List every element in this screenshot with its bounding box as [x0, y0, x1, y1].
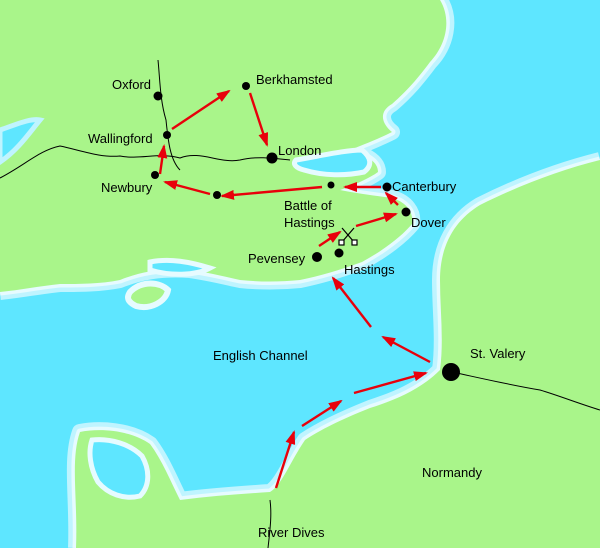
- label-wallingford: Wallingford: [88, 131, 153, 146]
- route-arrow-icon: [157, 144, 168, 175]
- route-arrow-icon: [220, 185, 323, 200]
- route-arrow-icon: [163, 180, 211, 196]
- isle-of-wight: [125, 280, 172, 310]
- town-dot-icon: [213, 191, 221, 199]
- town-dot-icon: [334, 248, 344, 258]
- town-dot-icon: [266, 152, 278, 164]
- somme-river: [451, 371, 600, 411]
- label-english-channel: English Channel: [213, 348, 308, 363]
- label-hastings: Hastings: [344, 262, 395, 277]
- river-dives: [267, 499, 272, 548]
- town-dot-icon: [382, 182, 392, 192]
- town-dot-icon: [312, 252, 322, 262]
- invasion-route: [157, 89, 431, 489]
- route-arrow-icon: [171, 89, 231, 130]
- label-oxford: Oxford: [112, 77, 151, 92]
- label-dover: Dover: [411, 215, 446, 230]
- towns: [151, 82, 460, 381]
- river-upper: [157, 59, 181, 171]
- france-landmass: [66, 152, 600, 548]
- label-battle-line1: Battle of: [284, 198, 332, 213]
- label-berkhamsted: Berkhamsted: [256, 72, 333, 87]
- route-arrow-icon: [353, 371, 428, 395]
- label-st-valery: St. Valery: [470, 346, 526, 361]
- town-dot-icon: [327, 181, 335, 189]
- route-arrow-icon: [381, 335, 431, 364]
- route-arrow-icon: [355, 212, 398, 228]
- label-newbury: Newbury: [101, 180, 153, 195]
- town-dot-icon: [242, 82, 250, 90]
- thames-river: [0, 145, 291, 179]
- england-landmass: [0, 0, 455, 300]
- route-arrow-icon: [301, 399, 343, 428]
- town-dot-icon: [151, 171, 159, 179]
- label-battle-line2: Hastings: [284, 215, 335, 230]
- route-arrow-icon: [384, 191, 399, 206]
- town-dot-icon: [401, 207, 411, 217]
- route-arrow-icon: [248, 92, 269, 147]
- town-dot-icon: [163, 131, 171, 139]
- label-river-dives: River Dives: [258, 525, 325, 540]
- rivers: [0, 59, 600, 548]
- town-dot-icon: [442, 363, 460, 381]
- crossed-swords-icon: [338, 227, 358, 246]
- route-arrow-icon: [331, 276, 372, 328]
- town-dot-icon: [153, 91, 163, 101]
- label-canterbury: Canterbury: [392, 179, 457, 194]
- label-normandy: Normandy: [422, 465, 482, 480]
- route-arrow-icon: [274, 430, 296, 489]
- route-arrow-icon: [318, 230, 342, 247]
- label-pevensey: Pevensey: [248, 251, 306, 266]
- label-london: London: [278, 143, 321, 158]
